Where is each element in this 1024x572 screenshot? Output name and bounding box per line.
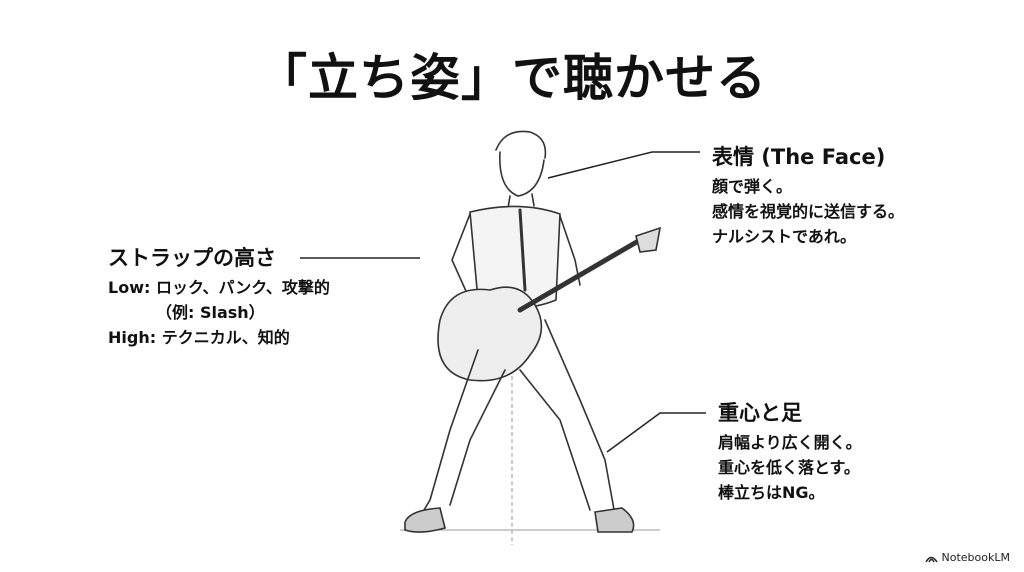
left-leg-inner: [449, 369, 506, 506]
strap-line-low: Low: ロック、パンク、攻撃的: [108, 278, 330, 297]
stance-note: 重心と足 肩幅より広く開く。 重心を低く落とす。 棒立ちはNG。: [718, 400, 862, 505]
stance-line: 肩幅より広く開く。: [718, 433, 862, 452]
stance-heading: 重心と足: [718, 401, 802, 425]
guitar-body: [437, 286, 543, 382]
right-shoe: [594, 507, 635, 533]
hair: [495, 130, 547, 159]
stance-line: 棒立ちはNG。: [718, 483, 825, 502]
stance-line: 重心を低く落とす。: [718, 458, 860, 477]
strap-height-note: ストラップの高さ Low: ロック、パンク、攻撃的 （例: Slash） Hig…: [108, 245, 330, 350]
feet-callout-line: [606, 412, 706, 453]
strap-heading: ストラップの高さ: [108, 246, 276, 270]
face-note: 表情 (The Face) 顔で弾く。 感情を視覚的に送信する。 ナルシストであ…: [712, 144, 904, 249]
face-line: 感情を視覚的に送信する。: [712, 202, 905, 221]
left-leg: [417, 349, 479, 521]
right-leg-inner: [519, 369, 591, 511]
notebooklm-watermark: NotebookLM: [924, 551, 1010, 564]
face-line: 顔で弾く。: [712, 177, 793, 196]
face-line: ナルシストであれ。: [712, 227, 857, 246]
notebooklm-logo-icon: [924, 556, 938, 562]
face-heading: 表情 (The Face): [712, 145, 886, 169]
guitarist-sketch: [404, 130, 662, 533]
strap: [518, 208, 527, 292]
strap-line-high: High: テクニカル、知的: [108, 328, 290, 347]
left-shoe: [404, 507, 446, 533]
slide-title: 「立ち姿」で聴かせる: [257, 49, 767, 107]
right-leg: [544, 319, 616, 516]
guitar-neck: [517, 237, 643, 313]
head: [499, 151, 545, 197]
guitar-headstock: [635, 226, 662, 253]
face-callout-line: [547, 151, 700, 179]
brand-label: NotebookLM: [941, 551, 1010, 564]
callout-lines: [300, 151, 706, 453]
strap-line-example: （例: Slash）: [156, 303, 265, 322]
